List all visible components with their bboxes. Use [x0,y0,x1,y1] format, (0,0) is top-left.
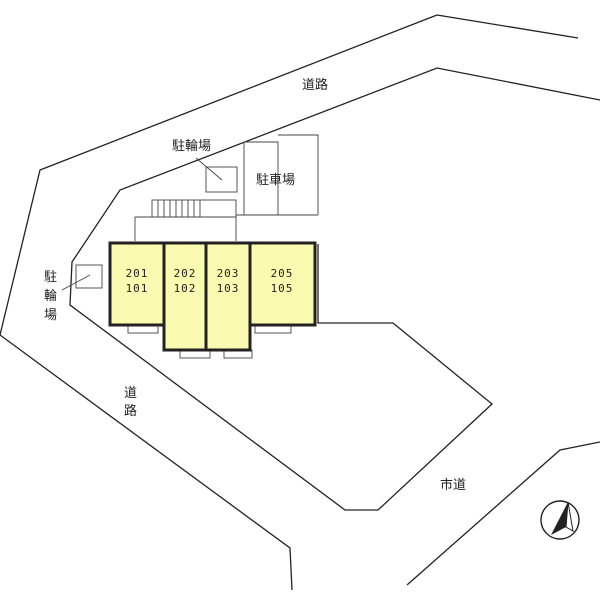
label-city-road: 市道 [440,477,466,493]
unit-upper-203: 203 [217,267,240,280]
unit-block-2 [162,241,208,352]
parking-outline [243,141,279,215]
unit-upper-202: 202 [174,267,197,280]
label-road-top: 道路 [302,77,328,93]
unit-block-1 [108,241,166,327]
unit-lower-102: 102 [174,282,197,295]
unit-block-4 [248,241,317,327]
label-bike-parking-left-2: 輪 [44,288,57,304]
label-bike-parking-top: 駐輪場 [172,138,211,154]
bike-parking-pointer-left [61,274,91,291]
stair-steps [157,200,201,217]
label-bike-parking-left-1: 駐 [44,270,57,285]
unit-upper-201: 201 [126,267,149,280]
unit-upper-205: 205 [271,267,294,280]
city-road-edge [406,441,600,586]
road-inner-edge [69,67,600,511]
unit-lower-103: 103 [217,282,240,295]
north-arrow-icon [540,500,580,540]
road-outer-edge-left [0,14,438,591]
building: 201 101 202 102 203 103 205 105 [108,241,317,352]
car-parking-outline [278,134,319,215]
road-outer-edge [436,14,579,39]
label-car-parking: 駐車場 [256,173,295,188]
unit-block-3 [204,241,252,352]
label-road-left-1: 道 [124,386,137,401]
bike-parking-pointer-top [195,157,223,181]
unit-lower-105: 105 [271,282,294,295]
unit-lower-101: 101 [126,282,149,295]
label-road-left-2: 路 [124,403,137,419]
label-bike-parking-left-3: 場 [44,308,57,323]
bike-parking-box-top [205,166,238,193]
bike-parking-box-left [75,264,103,289]
